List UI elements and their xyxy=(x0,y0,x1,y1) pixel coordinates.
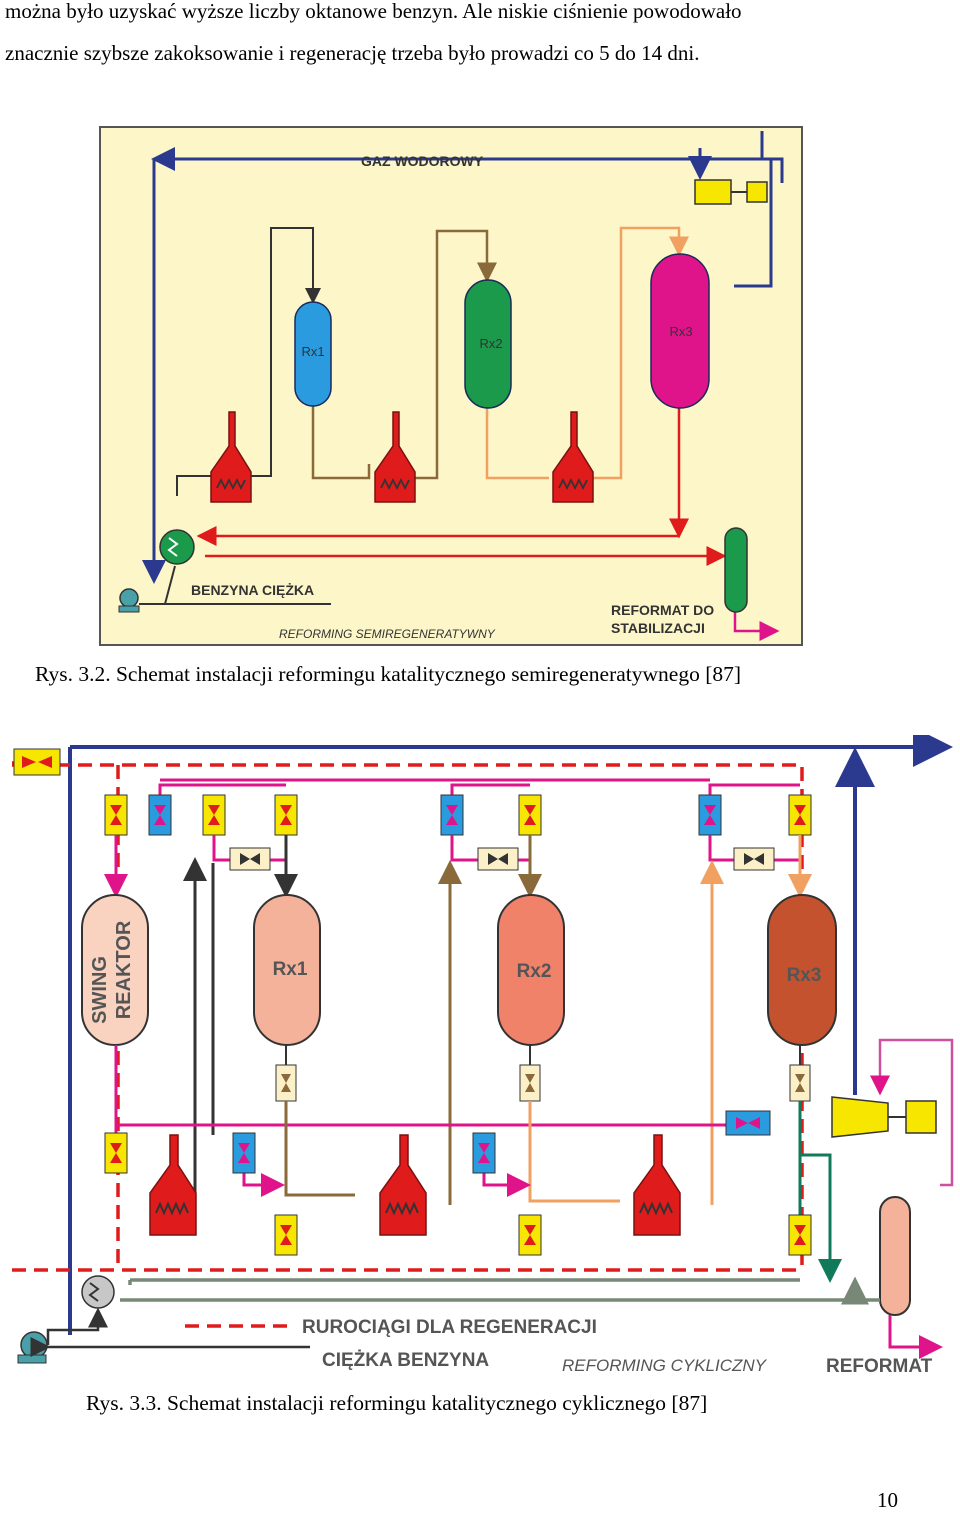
hydrogen-header xyxy=(68,735,953,1335)
legend-regeneration: RUROCIĄGI DLA REGENERACJI xyxy=(302,1317,597,1338)
process-label-cyclic: REFORMING CYKLICZNY xyxy=(562,1356,768,1375)
legend-heavy-naphtha: CIĘŻKA BENZYNA xyxy=(322,1350,489,1371)
figure-cyclic-diagram: SWING REAKTOR Rx1 Rx2 Rx3 xyxy=(12,735,954,1377)
rx2-cyclic-label: Rx2 xyxy=(517,961,552,982)
figure-semiregenerative-diagram: GAZ WODOROWY Rx1 Rx2 Rx3 xyxy=(99,126,803,646)
intro-line-2: znacznie szybsze zakoksowanie i regenera… xyxy=(5,41,700,65)
inlet-valve[interactable] xyxy=(13,748,61,776)
product-label-cyclic: REFORMAT xyxy=(826,1356,933,1377)
cyclic-heat-exchanger xyxy=(81,1275,115,1309)
top-valve-row[interactable] xyxy=(104,794,812,836)
swing-label-line2: REAKTOR xyxy=(113,920,135,1019)
feed-pump xyxy=(118,588,140,613)
crossover-valves[interactable] xyxy=(229,847,775,871)
swing-reactor: SWING REAKTOR xyxy=(81,894,149,1046)
intro-paragraph: można było uzyskać wyższe liczby oktanow… xyxy=(5,0,955,74)
figure1-caption: Rys. 3.2. Schemat instalacji reformingu … xyxy=(35,662,742,686)
lower-valve-row[interactable] xyxy=(104,1110,812,1256)
heater-3 xyxy=(552,411,594,503)
product-separator xyxy=(879,1196,911,1316)
reactor-rx1: Rx1 xyxy=(294,301,332,407)
rx3-cyclic-label: Rx3 xyxy=(787,965,822,986)
cyclic-feed-pump xyxy=(17,1331,48,1364)
reactor-rx3-cyclic: Rx3 xyxy=(767,894,837,1046)
rx1-label: Rx1 xyxy=(301,344,324,359)
swing-label-line1: SWING xyxy=(89,956,111,1024)
separator-column xyxy=(724,527,748,613)
product-label-line2: STABILIZACJI xyxy=(611,620,705,636)
heater-1 xyxy=(210,411,252,503)
rx1-cyclic-label: Rx1 xyxy=(273,959,308,980)
recycle-compressor xyxy=(831,1096,937,1138)
compressor xyxy=(694,179,768,205)
page-number: 10 xyxy=(877,1488,898,1512)
reactor-rx1-cyclic: Rx1 xyxy=(253,894,321,1046)
gas-label: GAZ WODOROWY xyxy=(361,153,484,169)
reactor-rx2-cyclic: Rx2 xyxy=(497,894,565,1046)
heater-2 xyxy=(374,411,416,503)
process-label: REFORMING SEMIREGENERATYWNY xyxy=(279,627,496,641)
reactor-rx2: Rx2 xyxy=(464,279,512,409)
heater-cyclic-3 xyxy=(633,1134,681,1236)
product-label-line1: REFORMAT DO xyxy=(611,602,714,618)
figure2-caption: Rys. 3.3. Schemat instalacji reformingu … xyxy=(86,1391,708,1415)
heater-cyclic-1 xyxy=(149,1134,197,1236)
reactor-rx3: Rx3 xyxy=(650,253,710,409)
intro-line-1: można było uzyskać wyższe liczby oktanow… xyxy=(5,0,742,23)
heat-exchanger xyxy=(159,529,195,565)
separator-gas-outlet xyxy=(734,157,782,288)
heavy-naphtha-label: BENZYNA CIĘŻKA xyxy=(191,582,314,598)
rx2-label: Rx2 xyxy=(479,336,502,351)
heater-cyclic-2 xyxy=(379,1134,427,1236)
rx3-label: Rx3 xyxy=(669,324,692,339)
outlet-valves[interactable] xyxy=(275,1064,811,1102)
